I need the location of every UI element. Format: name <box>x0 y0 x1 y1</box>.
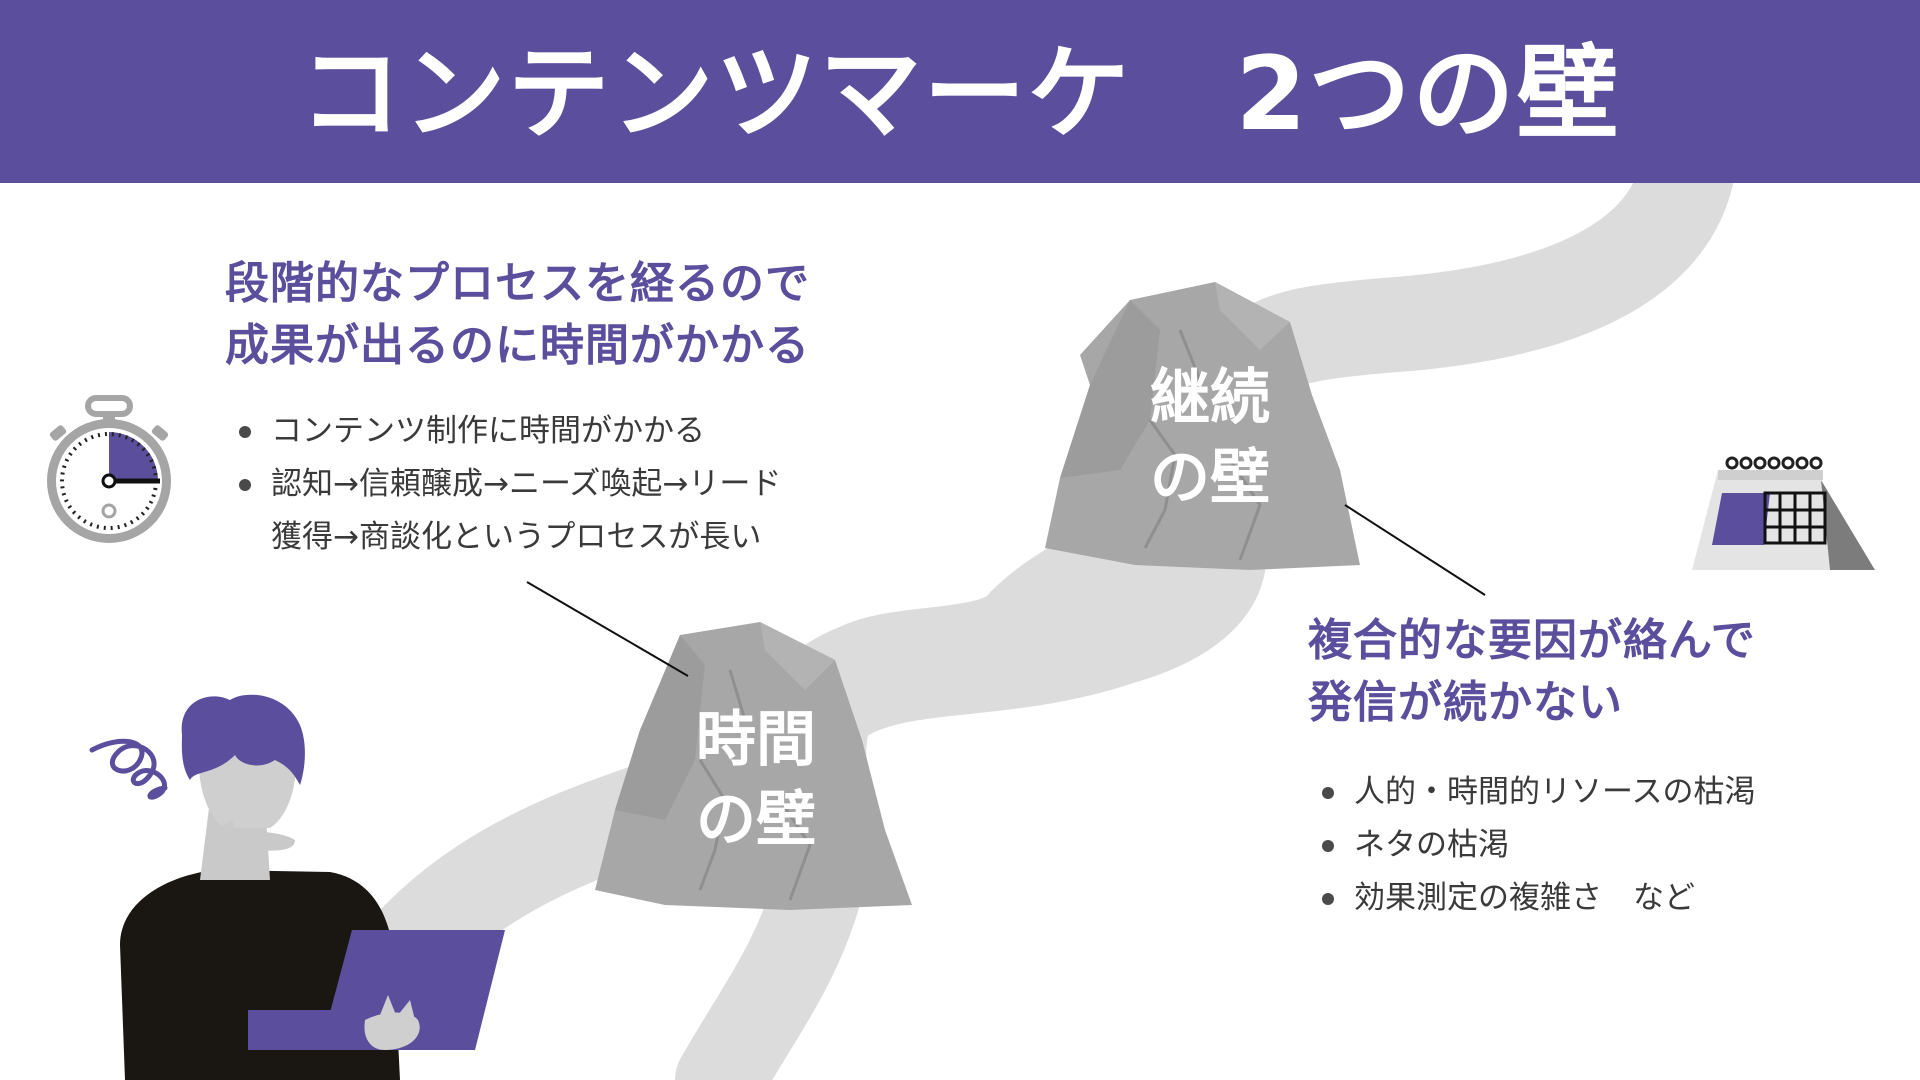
bullet-text: ネタの枯渇 <box>1354 827 1509 863</box>
continuity-wall-heading-line2: 発信が続かない <box>1308 677 1623 728</box>
time-wall-line2: の壁 <box>696 785 816 855</box>
continuity-wall-label: 継続 の壁 <box>1130 358 1290 518</box>
slide-title: コンテンツマーケ 2つの壁 <box>299 35 1621 154</box>
bullet-text-continued: 獲得→商談化というプロセスが長い <box>271 519 762 555</box>
time-wall-heading-line2: 成果が出るのに時間がかかる <box>225 320 810 371</box>
time-wall-label: 時間 の壁 <box>676 700 836 860</box>
list-item: 認知→信頼醸成→ニーズ喚起→リード 獲得→商談化というプロセスが長い <box>233 458 781 564</box>
bullet-text: コンテンツ制作に時間がかかる <box>271 413 705 449</box>
continuity-wall-heading: 複合的な要因が絡んで 発信が続かない <box>1308 610 1756 734</box>
list-item: 効果測定の複雑さ など <box>1316 872 1755 925</box>
continuity-wall-line2: の壁 <box>1150 443 1270 513</box>
list-item: コンテンツ制作に時間がかかる <box>233 405 781 458</box>
time-wall-heading: 段階的なプロセスを経るので 成果が出るのに時間がかかる <box>225 253 810 377</box>
list-item: ネタの枯渇 <box>1316 819 1755 872</box>
continuity-wall-line1: 継続 <box>1150 363 1270 433</box>
time-wall-line1: 時間 <box>696 705 816 775</box>
time-wall-heading-line1: 段階的なプロセスを経るので <box>225 258 810 309</box>
bullet-text: 認知→信頼醸成→ニーズ喚起→リード <box>271 466 782 502</box>
continuity-wall-heading-line1: 複合的な要因が絡んで <box>1308 615 1756 666</box>
header-bar <box>0 0 1920 183</box>
bullet-text: 効果測定の複雑さ など <box>1354 880 1695 916</box>
continuity-wall-bullet-list: 人的・時間的リソースの枯渇 ネタの枯渇 効果測定の複雑さ など <box>1316 766 1755 925</box>
bullet-text: 人的・時間的リソースの枯渇 <box>1354 774 1756 810</box>
time-wall-bullet-list: コンテンツ制作に時間がかかる 認知→信頼醸成→ニーズ喚起→リード 獲得→商談化と… <box>233 405 781 564</box>
list-item: 人的・時間的リソースの枯渇 <box>1316 766 1755 819</box>
